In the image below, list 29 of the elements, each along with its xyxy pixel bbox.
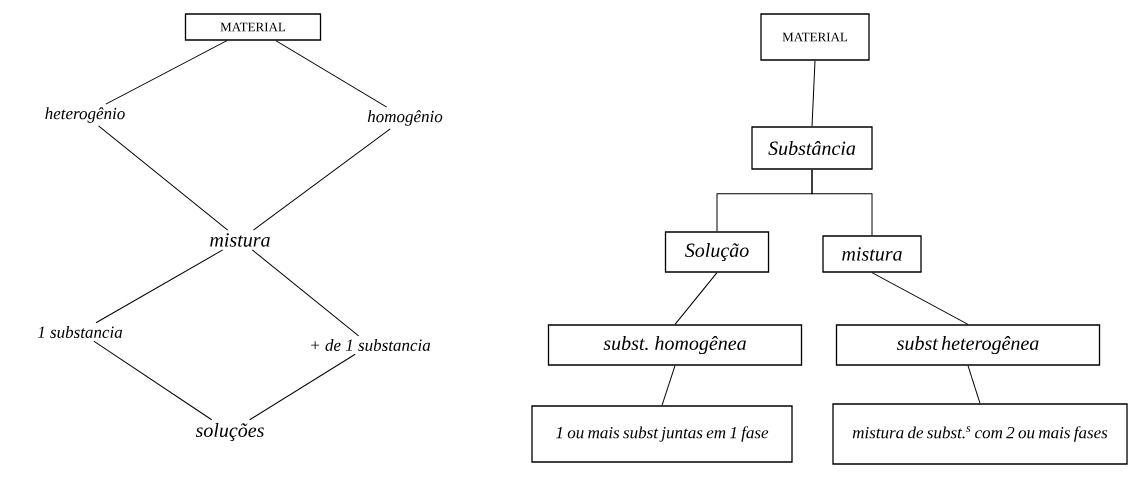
concept-box: Solução	[664, 231, 770, 273]
concept-text: + de 1 substancia	[311, 339, 431, 351]
connector-line	[674, 272, 718, 325]
connector-line	[811, 60, 816, 127]
connector-line	[811, 169, 873, 236]
connector-line	[252, 128, 391, 231]
concept-text: mistura	[210, 233, 270, 247]
concept-text: homogênio	[367, 110, 443, 126]
connector-line	[98, 125, 229, 231]
concept-text: soluções	[195, 423, 264, 442]
concept-box: 1 ou mais subst juntas em 1 fase	[531, 405, 793, 463]
connector-line	[251, 249, 360, 337]
concept-text: heterogênio	[45, 107, 125, 123]
title-box: MATERIAL	[760, 13, 870, 61]
connector-line	[871, 272, 969, 325]
connector-line	[93, 340, 213, 421]
connector-line	[95, 249, 224, 324]
concept-box: subst heterogênea	[835, 324, 1101, 366]
concept-box: Substância	[751, 126, 873, 170]
connector-line	[661, 365, 676, 406]
connector-line	[105, 40, 228, 105]
concept-box: mistura	[822, 235, 922, 273]
concept-box: mistura de subst.$^{s}$ com 2 ou mais fases	[832, 403, 1128, 465]
concept-text: 1 substancia	[37, 326, 123, 338]
title-box: MATERIAL	[184, 13, 322, 41]
connector-line	[275, 40, 388, 108]
connector-line	[249, 353, 356, 421]
concept-box: subst. homogênea	[547, 324, 803, 366]
connector-line	[967, 365, 981, 404]
